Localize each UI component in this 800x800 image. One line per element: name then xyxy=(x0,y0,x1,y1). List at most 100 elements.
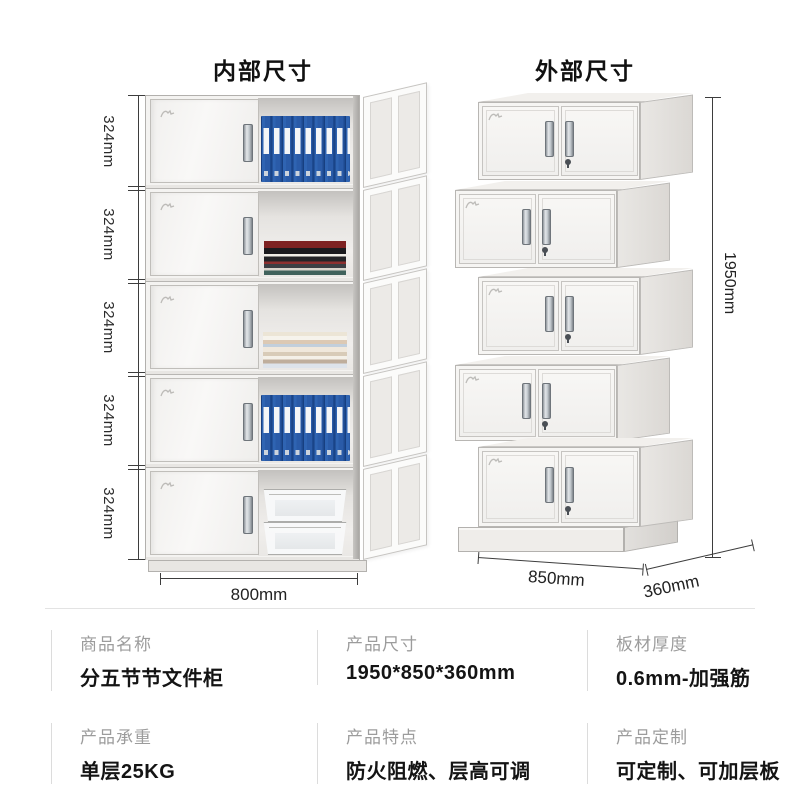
compartment xyxy=(258,284,353,370)
dimension-tick xyxy=(128,279,149,284)
storage-bin xyxy=(263,489,347,522)
shelf-height-label: 324mm xyxy=(99,115,117,168)
spec-value: 防火阻燃、层高可调 xyxy=(346,761,531,783)
spec-label: 商品名称 xyxy=(80,635,152,654)
magazine-stack xyxy=(263,332,347,368)
dimension-tick xyxy=(128,95,149,96)
closed-door xyxy=(150,378,259,462)
lock-emblem-icon xyxy=(160,386,176,404)
spec-label: 产品定制 xyxy=(616,728,688,747)
door-handle xyxy=(545,296,554,332)
spec-label: 产品特点 xyxy=(346,728,418,747)
spec-value: 可定制、可加层板 xyxy=(616,761,780,783)
box-top-face xyxy=(478,438,693,447)
spec-value: 单层25KG xyxy=(80,761,176,783)
box-front xyxy=(478,447,640,527)
spec-value: 0.6mm-加强筋 xyxy=(616,668,751,690)
door-handle xyxy=(545,121,554,157)
dimension-line xyxy=(138,95,139,560)
lock-emblem-icon xyxy=(465,198,481,216)
depth-dimension-line-850 xyxy=(477,557,644,570)
door-handle xyxy=(243,403,253,441)
dimension-tick xyxy=(128,372,149,377)
spec-label: 板材厚度 xyxy=(616,635,688,654)
compartment xyxy=(258,470,353,556)
internal-cabinet xyxy=(145,95,360,560)
keyhole-icon xyxy=(565,334,571,343)
keyhole-icon xyxy=(565,159,571,168)
box-top-face xyxy=(455,356,670,365)
box-side-face xyxy=(640,439,693,527)
cabinet-width-label: 850mm xyxy=(527,567,586,590)
spec-customization: 产品定制 可定制、可加层板 xyxy=(587,723,800,784)
box-top-face xyxy=(478,93,693,102)
spec-value: 1950*850*360mm xyxy=(346,662,516,684)
spec-label: 产品承重 xyxy=(80,728,152,747)
open-door xyxy=(363,82,427,188)
box-front xyxy=(455,190,617,268)
keyhole-icon xyxy=(542,421,548,430)
spec-value: 分五节节文件柜 xyxy=(80,668,224,690)
door-handle xyxy=(522,209,531,245)
depth-dimension-line-360 xyxy=(646,544,754,570)
cabinet-section-3 xyxy=(146,282,359,375)
box-side-face xyxy=(617,182,670,268)
shelf-height-label: 324mm xyxy=(99,208,117,261)
door-handle xyxy=(542,383,551,419)
lock-emblem-icon xyxy=(488,110,504,128)
closed-door xyxy=(150,99,259,183)
compartment xyxy=(258,98,353,184)
door-handle xyxy=(522,383,531,419)
keyhole-icon xyxy=(565,506,571,515)
storage-bin xyxy=(263,522,347,555)
shelf-height-label: 324mm xyxy=(99,394,117,447)
box-top-face xyxy=(455,181,670,190)
box-side-face xyxy=(617,357,670,441)
dimension-tick xyxy=(128,186,149,191)
cabinet-base xyxy=(148,560,367,572)
open-door xyxy=(363,175,427,281)
lock-emblem-icon xyxy=(160,200,176,218)
internal-dimensions-title: 内部尺寸 xyxy=(213,58,313,84)
door-handle xyxy=(243,217,253,255)
box-side-face xyxy=(640,94,693,180)
lock-emblem-icon xyxy=(488,285,504,303)
compartment xyxy=(258,377,353,463)
open-door xyxy=(363,454,427,560)
right-door xyxy=(538,194,615,264)
box-top-face xyxy=(478,268,693,277)
door-handle xyxy=(565,467,574,503)
spec-board-thickness: 板材厚度 0.6mm-加强筋 xyxy=(587,630,800,691)
width-dimension-line xyxy=(160,573,358,585)
shelf-height-label: 324mm xyxy=(99,301,117,354)
keyhole-icon xyxy=(542,247,548,256)
box-front xyxy=(478,102,640,180)
blue-binders xyxy=(261,395,350,461)
spec-label: 产品尺寸 xyxy=(346,635,418,654)
book-stack xyxy=(264,241,346,275)
lock-emblem-icon xyxy=(465,373,481,391)
external-dimensions-title: 外部尺寸 xyxy=(535,58,635,84)
door-handle xyxy=(243,124,253,162)
spec-product-name: 商品名称 分五节节文件柜 xyxy=(51,630,320,691)
cabinet-section-1 xyxy=(146,96,359,189)
door-handle xyxy=(565,121,574,157)
dimension-tick xyxy=(128,559,149,560)
spec-product-size: 产品尺寸 1950*850*360mm xyxy=(317,630,591,685)
height-dimension-line xyxy=(704,97,721,558)
box-front xyxy=(478,277,640,355)
door-handle xyxy=(243,496,253,534)
lock-emblem-icon xyxy=(160,107,176,125)
compartment xyxy=(258,191,353,277)
base-front xyxy=(458,527,624,552)
closed-door xyxy=(150,285,259,369)
lock-emblem-icon xyxy=(488,455,504,473)
door-handle xyxy=(243,310,253,348)
closed-door xyxy=(150,192,259,276)
shelf-height-label: 324mm xyxy=(99,487,117,540)
blue-binders xyxy=(261,116,350,182)
height-dimension-label: 1950mm xyxy=(721,252,738,315)
spec-features: 产品特点 防火阻燃、层高可调 xyxy=(317,723,591,784)
door-handle xyxy=(542,209,551,245)
